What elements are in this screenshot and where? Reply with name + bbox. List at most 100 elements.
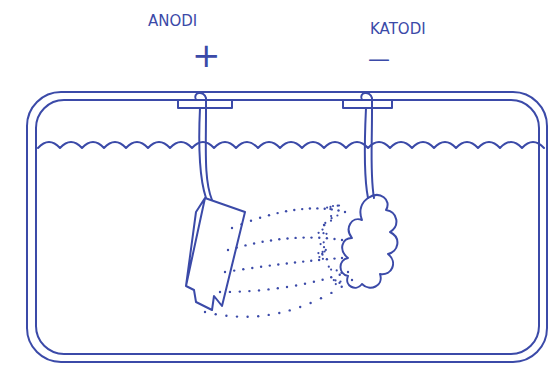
ion-dot xyxy=(229,291,231,293)
ion-dot xyxy=(299,306,301,308)
ion-dot xyxy=(325,249,327,251)
ion-dot xyxy=(322,232,324,234)
ion-dot xyxy=(341,286,343,288)
ion-dot xyxy=(321,253,323,255)
ion-dot xyxy=(329,208,331,210)
ion-dot xyxy=(317,252,319,254)
tank-outline xyxy=(27,92,547,362)
ion-dot xyxy=(341,239,343,241)
ion-dot xyxy=(215,313,217,315)
ion-dot xyxy=(333,238,335,240)
ion-dot xyxy=(268,214,270,216)
ion-dot xyxy=(351,279,353,281)
ion-dot xyxy=(277,263,279,265)
ion-dot xyxy=(329,206,331,208)
ion-dot xyxy=(344,211,346,213)
polarity-sign: — xyxy=(368,48,390,70)
ion-dot xyxy=(318,237,320,239)
ion-dot xyxy=(330,215,332,217)
ion-dot xyxy=(316,207,318,209)
cathode-deposit xyxy=(341,195,398,288)
ion-dot xyxy=(268,314,270,316)
ion-dot xyxy=(313,281,315,283)
ion-dot xyxy=(294,261,296,263)
ion-dot xyxy=(330,292,332,294)
ion-dot xyxy=(322,251,324,253)
ion-dot xyxy=(242,268,244,270)
ion-dot xyxy=(318,256,320,258)
ion-dot xyxy=(269,264,271,266)
ion-dot xyxy=(278,238,280,240)
ion-dot xyxy=(323,246,325,248)
ion-dot xyxy=(246,316,248,318)
ion-dot xyxy=(325,233,327,235)
cathode-label: KATODI xyxy=(370,22,426,37)
anode-label: ANODI xyxy=(148,14,197,29)
ion-dot xyxy=(270,239,272,241)
ion-dot xyxy=(320,243,322,245)
ion-dot xyxy=(251,267,253,269)
ion-dot xyxy=(337,209,339,211)
ion-dot xyxy=(310,260,312,262)
ion-dot xyxy=(304,283,306,285)
ion-dot xyxy=(285,210,287,212)
polarity-sign: + xyxy=(192,38,221,72)
ion-dot xyxy=(330,269,332,271)
ion-dot xyxy=(309,207,311,209)
ion-dot xyxy=(341,257,343,259)
ion-dot xyxy=(257,315,259,317)
ion-dot xyxy=(326,237,328,239)
ion-dot xyxy=(318,232,320,234)
ion-dot xyxy=(259,217,261,219)
ion-dot xyxy=(289,309,291,311)
ion-dot xyxy=(323,224,325,226)
ion-dot xyxy=(225,315,227,317)
ion-dot xyxy=(322,258,324,260)
ion-dot xyxy=(323,241,325,243)
ion-dot xyxy=(323,224,325,226)
ion-dot xyxy=(321,229,323,231)
ion-dot xyxy=(286,286,288,288)
ion-dot xyxy=(340,272,342,274)
ion-dot xyxy=(326,258,328,260)
ion-dot xyxy=(324,208,326,210)
ion-dot xyxy=(332,205,334,207)
ion-dot xyxy=(310,236,312,238)
cathode-rod xyxy=(343,100,392,108)
ion-dot xyxy=(286,237,288,239)
ion-dot xyxy=(321,254,323,256)
tank-inner-outline xyxy=(36,100,539,354)
ion-dot xyxy=(239,290,241,292)
ion-dot xyxy=(277,287,279,289)
ion-dot xyxy=(258,289,260,291)
ion-dot xyxy=(318,259,320,261)
ion-dot xyxy=(248,290,250,292)
ion-dot xyxy=(204,311,206,313)
ion-dot xyxy=(261,241,263,243)
ion-dot xyxy=(335,283,337,285)
ion-dot xyxy=(302,236,304,238)
ion-dot xyxy=(331,217,333,219)
ion-dot xyxy=(321,279,323,281)
ion-dots xyxy=(204,204,353,318)
ion-dot xyxy=(267,288,269,290)
ion-dot xyxy=(339,274,341,276)
ion-dot xyxy=(323,224,325,226)
ion-dot xyxy=(236,246,238,248)
ion-dot xyxy=(295,284,297,286)
ion-dot xyxy=(233,269,235,271)
anode-plate xyxy=(186,198,245,310)
ion-dot xyxy=(337,205,339,207)
ion-dot xyxy=(253,242,255,244)
ion-dot xyxy=(278,312,280,314)
ion-dot xyxy=(336,269,338,271)
ion-dot xyxy=(224,271,226,273)
ion-dot xyxy=(320,297,322,299)
ion-dot xyxy=(326,207,328,209)
ion-dot xyxy=(294,237,296,239)
ion-dot xyxy=(336,214,338,216)
ion-dot xyxy=(286,262,288,264)
ion-dot xyxy=(250,220,252,222)
